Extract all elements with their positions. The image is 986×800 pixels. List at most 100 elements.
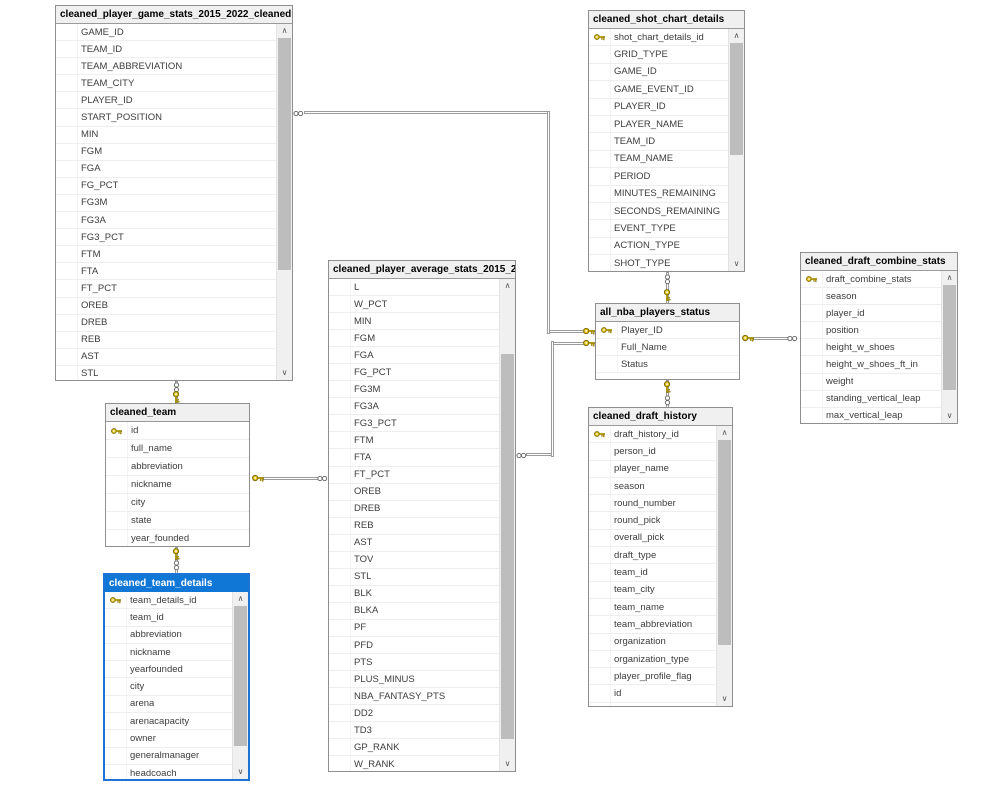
scroll-up-button[interactable]: ∧	[729, 29, 744, 43]
field-row[interactable]: FTA	[329, 449, 499, 467]
field-row[interactable]: generalmanager	[105, 747, 232, 765]
scroll-down-button[interactable]: ∨	[942, 409, 957, 423]
field-row[interactable]: nickname	[106, 476, 249, 494]
field-row[interactable]: TEAM_ABBREVIATION	[56, 58, 276, 76]
scrollbar[interactable]: ∧ ∨	[232, 592, 248, 779]
field-row[interactable]: W_RANK	[329, 756, 499, 771]
field-row[interactable]: weight	[801, 373, 941, 391]
field-row[interactable]: team_details_id	[105, 592, 232, 610]
field-row[interactable]: MIN	[56, 126, 276, 144]
field-row[interactable]: standing_vertical_leap	[801, 390, 941, 408]
table-card-shot-chart-details[interactable]: cleaned_shot_chart_details shot_chart_de…	[588, 10, 745, 272]
field-row[interactable]: PLAYER_ID	[56, 92, 276, 110]
field-row[interactable]: PF	[329, 619, 499, 637]
field-row[interactable]: draft_history_id	[589, 426, 716, 444]
table-header[interactable]: cleaned_team	[106, 404, 249, 422]
field-row[interactable]: Player_ID	[596, 322, 739, 339]
field-row[interactable]: draft_type	[589, 547, 716, 565]
field-row[interactable]: organization_type	[589, 650, 716, 669]
field-row[interactable]: Full_Name	[596, 339, 739, 356]
field-row[interactable]: TEAM_CITY	[56, 75, 276, 93]
field-row[interactable]: full_name	[589, 702, 716, 706]
field-row[interactable]: STL	[329, 568, 499, 586]
field-row[interactable]: FG3M	[56, 194, 276, 213]
scroll-thumb[interactable]	[278, 38, 291, 270]
field-row[interactable]: DD2	[329, 705, 499, 723]
field-row[interactable]: FG_PCT	[56, 177, 276, 195]
field-row[interactable]: PLUS_MINUS	[329, 671, 499, 689]
field-row[interactable]: shot_chart_details_id	[589, 29, 728, 47]
field-row[interactable]: SECONDS_REMAINING	[589, 202, 728, 221]
scroll-up-button[interactable]: ∧	[942, 271, 957, 285]
field-row[interactable]: player_profile_flag	[589, 668, 716, 686]
field-row[interactable]: GRID_TYPE	[589, 46, 728, 64]
field-row[interactable]: max_vertical_leap	[801, 407, 941, 423]
scrollbar[interactable]: ∧ ∨	[276, 24, 292, 380]
field-row[interactable]: REB	[329, 517, 499, 535]
scroll-up-button[interactable]: ∧	[717, 426, 732, 440]
field-row[interactable]: TOV	[329, 551, 499, 569]
field-row[interactable]: FTM	[329, 432, 499, 450]
field-row[interactable]: team_name	[589, 598, 716, 617]
field-row[interactable]: owner	[105, 730, 232, 748]
field-row[interactable]: SHOT_TYPE	[589, 255, 728, 271]
field-row[interactable]: PFD	[329, 636, 499, 655]
field-row[interactable]: TEAM_ID	[589, 133, 728, 151]
field-row[interactable]: FTA	[56, 263, 276, 281]
field-row[interactable]: player_id	[801, 305, 941, 323]
scroll-down-button[interactable]: ∨	[233, 765, 248, 779]
scroll-down-button[interactable]: ∨	[729, 257, 744, 271]
field-row[interactable]: AST	[56, 348, 276, 366]
field-row[interactable]: state	[106, 512, 249, 530]
field-row[interactable]: EVENT_TYPE	[589, 220, 728, 238]
field-row[interactable]: MINUTES_REMAINING	[589, 185, 728, 203]
field-row[interactable]: abbreviation	[105, 626, 232, 644]
table-header[interactable]: cleaned_shot_chart_details	[589, 11, 744, 29]
table-header[interactable]: cleaned_team_details	[105, 575, 248, 593]
field-row[interactable]: TEAM_NAME	[589, 150, 728, 169]
field-row[interactable]: FGM	[56, 143, 276, 161]
field-row[interactable]: FG_PCT	[329, 364, 499, 382]
field-row[interactable]: city	[106, 494, 249, 512]
field-row[interactable]: ACTION_TYPE	[589, 237, 728, 256]
field-row[interactable]: DREB	[56, 314, 276, 332]
field-row[interactable]: TD3	[329, 722, 499, 740]
field-row[interactable]: Status	[596, 356, 739, 373]
field-row[interactable]: PTS	[329, 654, 499, 672]
scroll-up-button[interactable]: ∧	[500, 279, 515, 293]
field-row[interactable]: OREB	[56, 297, 276, 315]
field-row[interactable]: yearfounded	[105, 661, 232, 679]
field-row[interactable]: player_name	[589, 460, 716, 478]
table-card-player-game-stats[interactable]: cleaned_player_game_stats_2015_2022_clea…	[55, 5, 293, 381]
field-row[interactable]: BLK	[329, 585, 499, 603]
field-row[interactable]: TEAM_ID	[56, 41, 276, 59]
field-row[interactable]: full_name	[106, 440, 249, 458]
field-row[interactable]: FG3_PCT	[56, 229, 276, 247]
field-row[interactable]: FG3A	[56, 212, 276, 230]
field-row[interactable]: team_abbreviation	[589, 616, 716, 634]
field-row[interactable]: season	[589, 477, 716, 496]
field-row[interactable]: AST	[329, 534, 499, 552]
scroll-thumb[interactable]	[730, 43, 743, 155]
field-row[interactable]: height_w_shoes_ft_in	[801, 356, 941, 374]
field-row[interactable]: team_id	[105, 609, 232, 627]
field-row[interactable]: team_city	[589, 581, 716, 599]
table-header[interactable]: cleaned_player_average_stats_2015_2	[329, 261, 515, 279]
scrollbar[interactable]: ∧ ∨	[716, 426, 732, 706]
field-row[interactable]: OREB	[329, 483, 499, 501]
field-row[interactable]: team_id	[589, 564, 716, 582]
table-header[interactable]: cleaned_draft_history	[589, 408, 732, 426]
field-row[interactable]: PLAYER_ID	[589, 98, 728, 116]
scroll-up-button[interactable]: ∧	[277, 24, 292, 38]
table-header[interactable]: all_nba_players_status	[596, 304, 739, 322]
field-row[interactable]: START_POSITION	[56, 109, 276, 127]
field-row[interactable]: FG3A	[329, 398, 499, 416]
scrollbar[interactable]: ∧ ∨	[728, 29, 744, 271]
field-row[interactable]: PERIOD	[589, 168, 728, 186]
field-row[interactable]: abbreviation	[106, 458, 249, 476]
scrollbar[interactable]: ∧ ∨	[941, 271, 957, 423]
